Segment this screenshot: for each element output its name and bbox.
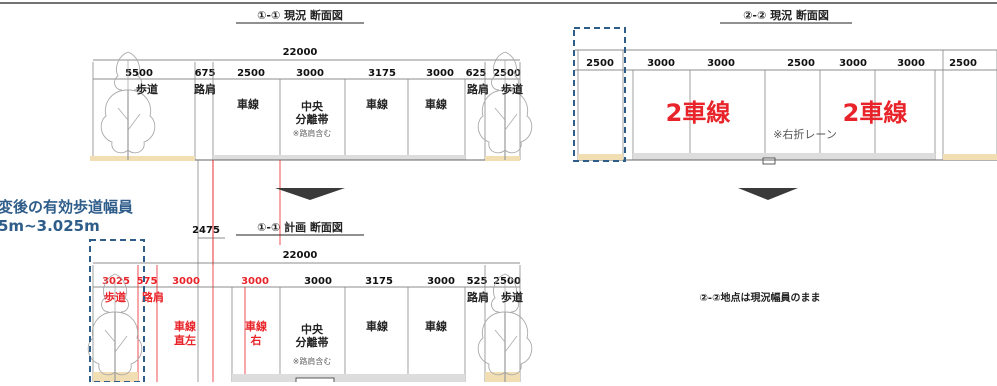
arrow-down-icon xyxy=(738,188,798,200)
label-lane: 車線 xyxy=(366,97,388,111)
label-median: 分離帯 xyxy=(296,112,329,126)
label-shoulder: 路肩 xyxy=(467,290,489,304)
label-lane: 車線 xyxy=(425,97,447,111)
label-median: 中央 xyxy=(301,99,324,113)
dim-label: 3000 xyxy=(427,276,455,287)
label-median-note: ※路肩含む xyxy=(293,128,332,138)
dim-label: 3000 xyxy=(172,276,200,287)
section-22-current: ②-② 現況 断面図 2500 3000 3000 2500 3000 3000… xyxy=(573,8,997,165)
label-shoulder: 路肩 xyxy=(467,82,489,96)
label-median: 中央 xyxy=(301,322,324,336)
arrow-down-icon xyxy=(275,188,345,200)
label-2lanes-left: 2車線 xyxy=(666,99,731,127)
note-22-unchanged: ②-②地点は現況幅員のまま xyxy=(699,291,820,304)
dim-label: 575 xyxy=(137,276,158,287)
title-11-plan: ①-① 計画 断面図 xyxy=(257,220,343,234)
title-11-current: ①-① 現況 断面図 xyxy=(257,8,343,22)
label-lane: 車線 xyxy=(366,319,388,333)
annotation-line2: 5m~3.025m xyxy=(0,217,100,235)
dim-label: 3000 xyxy=(241,276,269,287)
dim-label: 3000 xyxy=(426,68,454,79)
ground-strip xyxy=(90,156,195,161)
dim-label: 3000 xyxy=(304,276,332,287)
label-shoulder: 路肩 xyxy=(142,290,164,304)
dim-label: 3000 xyxy=(707,58,735,69)
label-sidewalk: 歩道 xyxy=(501,82,523,96)
dim-label: 625 xyxy=(466,68,487,79)
dim-offset: 2475 xyxy=(192,225,220,236)
dim-label: 2500 xyxy=(949,58,977,69)
label-lane: 車線 xyxy=(174,319,196,333)
dim-label: 3000 xyxy=(647,58,675,69)
label-lane-sub: 右 xyxy=(250,333,262,347)
dim-label: 2500 xyxy=(586,58,614,69)
dim-total-11-plan: 22000 xyxy=(283,250,318,261)
label-median: 分離帯 xyxy=(296,335,329,349)
dim-row-22: 2500 3000 3000 2500 3000 3000 2500 xyxy=(586,58,977,69)
dim-label: 2500 xyxy=(237,68,265,79)
dim-row-11-current: 5500 675 2500 3000 3175 3000 625 2500 xyxy=(125,68,521,79)
dim-label: 525 xyxy=(467,276,488,287)
dim-label: 3000 xyxy=(839,58,867,69)
label-right-turn-lane: ※右折レーン xyxy=(773,127,837,141)
annotation-line1: 変後の有効歩道幅員 xyxy=(0,198,133,216)
label-lane-sub: 直左 xyxy=(174,333,196,347)
label-lane: 車線 xyxy=(237,97,259,111)
dim-label: 3000 xyxy=(897,58,925,69)
label-shoulder: 路肩 xyxy=(194,82,216,96)
label-sidewalk: 歩道 xyxy=(501,290,523,304)
section-11-current: ①-① 現況 断面図 22000 5500 675 2500 3000 3175… xyxy=(90,8,533,161)
label-lane: 車線 xyxy=(245,319,267,333)
dim-label: 2500 xyxy=(493,68,521,79)
dim-total-11-current: 22000 xyxy=(283,47,318,58)
dim-label: 3175 xyxy=(368,68,396,79)
highlight-box xyxy=(573,27,626,162)
section-11-plan: 2475 ①-① 計画 断面図 22000 3025 575 3000 3000… xyxy=(87,220,533,385)
dim-row-11-plan: 3025 575 3000 3000 3000 3175 3000 525 25… xyxy=(102,276,521,287)
label-lane: 車線 xyxy=(425,319,447,333)
dim-label: 675 xyxy=(195,68,216,79)
dim-label: 3025 xyxy=(102,276,130,287)
dim-label: 3175 xyxy=(365,276,393,287)
label-median-note: ※路肩含む xyxy=(293,356,332,366)
label-sidewalk: 歩道 xyxy=(136,82,158,96)
highlight-box xyxy=(89,239,145,383)
label-2lanes-right: 2車線 xyxy=(843,99,908,127)
dim-label: 2500 xyxy=(787,58,815,69)
title-22-current: ②-② 現況 断面図 xyxy=(743,8,829,22)
dim-label: 3000 xyxy=(296,68,324,79)
dim-label: 2500 xyxy=(493,276,521,287)
label-sidewalk: 歩道 xyxy=(104,290,126,304)
